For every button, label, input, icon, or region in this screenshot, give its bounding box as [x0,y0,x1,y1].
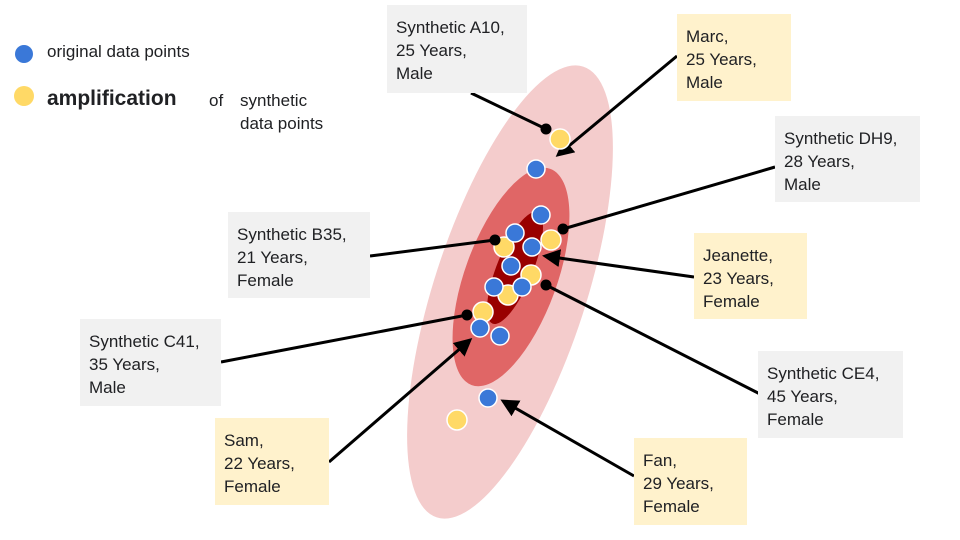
original-data-point [478,388,498,408]
label-name: Synthetic DH9, [784,129,898,148]
connector-end-dot [540,279,552,291]
label-gender: Male [89,378,126,397]
label-fan: Fan, 29 Years, Female [634,438,747,525]
synthetic-data-point [446,409,468,431]
original-data-point [526,159,546,179]
synthetic-data-point [549,128,571,150]
original-data-point [512,277,532,297]
label-age: 25 Years, [686,50,757,69]
original-data-point [484,277,504,297]
label-age: 22 Years, [224,454,295,473]
original-data-point [522,237,542,257]
connector-end-dot [540,123,552,135]
legend-synthetic-line-1: synthetic [240,91,308,110]
label-name: Synthetic C41, [89,332,200,351]
label-sam: Sam, 22 Years, Female [215,418,329,505]
connector-line [562,165,776,231]
label-synthetic-ce4: Synthetic CE4, 45 Years, Female [758,351,903,438]
original-data-point [470,318,490,338]
connector-line [470,91,547,131]
label-name: Synthetic CE4, [767,364,880,383]
label-gender: Female [237,271,294,290]
legend-synthetic-point-icon [14,86,34,106]
original-data-point [490,326,510,346]
label-name: Jeanette, [703,246,773,265]
original-data-point [531,205,551,225]
label-synthetic-a10: Synthetic A10, 25 Years, Male [387,5,527,93]
connector-end-dot [557,223,569,235]
connector-line [369,238,496,258]
connector-line [220,313,468,364]
legend-original-label: original data points [47,42,190,61]
synthetic-data-point [540,229,562,251]
legend-original-point-icon [15,45,33,63]
label-jeanette: Jeanette, 23 Years, Female [694,233,807,319]
label-gender: Female [224,477,281,496]
label-age: 23 Years, [703,269,774,288]
label-gender: Male [784,175,821,194]
label-name: Fan, [643,451,678,470]
label-age: 29 Years, [643,474,714,493]
label-name: Synthetic A10, [396,18,505,37]
connector-end-dot [461,309,473,321]
original-data-point [505,223,525,243]
label-gender: Female [767,410,824,429]
label-synthetic-dh9: Synthetic DH9, 28 Years, Male [775,116,920,202]
legend-synthetic-line-2: data points [240,113,324,133]
connector-arrow [555,54,678,157]
label-gender: Male [686,73,723,92]
connector-arrow [542,249,695,279]
label-name: Synthetic B35, [237,225,347,244]
label-name: Marc, [686,27,729,46]
label-synthetic-b35: Synthetic B35, 21 Years, Female [228,212,370,298]
legend-of-label: of [209,91,224,110]
label-marc: Marc, 25 Years, Male [677,14,791,101]
connector-end-dot [489,234,501,246]
label-gender: Male [396,64,433,83]
connector-line [545,283,761,396]
label-synthetic-c41: Synthetic C41, 35 Years, Male [80,319,221,406]
label-age: 21 Years, [237,248,308,267]
connector-arrow [500,399,635,478]
legend-amplification-label: amplification [47,87,177,110]
label-age: 28 Years, [784,152,855,171]
label-age: 45 Years, [767,387,838,406]
legend-synthetic-label: synthetic data points [240,90,323,136]
label-gender: Female [643,497,700,516]
connector-arrow [328,338,473,464]
original-data-point [501,256,521,276]
label-age: 35 Years, [89,355,160,374]
label-gender: Female [703,292,760,311]
label-name: Sam, [224,431,264,450]
label-age: 25 Years, [396,41,467,60]
